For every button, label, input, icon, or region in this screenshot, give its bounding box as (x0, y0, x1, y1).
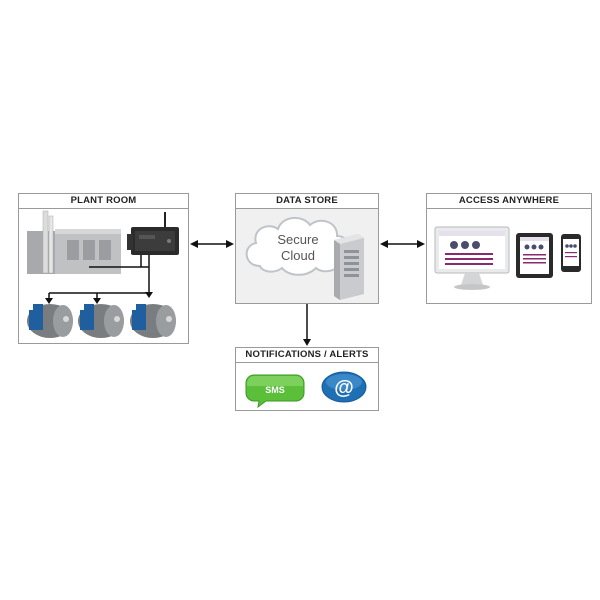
notifications-alerts-panel: NOTIFICATIONS / ALERTS SMS @ (235, 347, 379, 411)
data-store-title: DATA STORE (236, 194, 378, 209)
plant-to-datastore-connector (190, 240, 234, 248)
sms-icon: SMS (245, 374, 305, 409)
tablet-icon (516, 233, 553, 278)
notifications-alerts-title: NOTIFICATIONS / ALERTS (236, 348, 378, 363)
datastore-to-alerts-connector (303, 304, 311, 346)
plant-room-graphic (27, 210, 179, 338)
server-icon (334, 234, 364, 300)
data-store-panel: DATA STORE Secure Cloud (235, 193, 379, 304)
plant-room-title: PLANT ROOM (19, 194, 188, 209)
desktop-monitor-icon (434, 226, 510, 290)
notifications-graphic: SMS @ (245, 371, 367, 409)
cloud-label-line1: Secure (277, 232, 318, 247)
access-anywhere-panel: ACCESS ANYWHERE (426, 193, 592, 304)
plant-room-panel: PLANT ROOM (18, 193, 189, 344)
boiler-icon (78, 304, 124, 338)
access-anywhere-graphic (434, 226, 581, 290)
sms-label: SMS (265, 385, 285, 395)
smartphone-icon (561, 234, 581, 272)
cloud-icon: Secure Cloud (245, 217, 351, 276)
gateway-device-icon (127, 212, 179, 255)
access-anywhere-title: ACCESS ANYWHERE (427, 194, 591, 209)
boiler-icon (27, 304, 73, 338)
boiler-icon (130, 304, 176, 338)
cloud-label-line2: Cloud (281, 248, 315, 263)
data-store-graphic: Secure Cloud (245, 217, 364, 300)
email-symbol: @ (334, 377, 354, 399)
email-icon: @ (321, 371, 367, 403)
datastore-to-access-connector (380, 240, 425, 248)
